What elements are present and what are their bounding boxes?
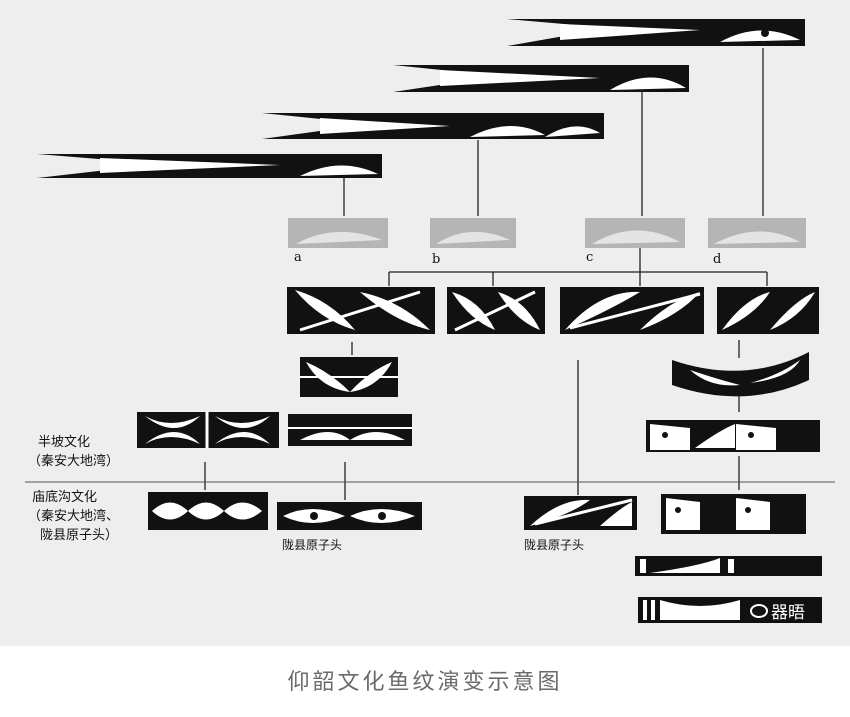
abstract-motif-2 — [638, 597, 822, 623]
longxian-label-1: 陇县原子头 — [282, 538, 343, 552]
watermark: 器晤 — [750, 598, 805, 623]
letter-c: c — [586, 250, 594, 265]
banpo-label-2: （秦安大地湾） — [28, 454, 120, 469]
miaodigou-motif-1 — [148, 492, 268, 530]
motif-1-3 — [560, 287, 704, 334]
letter-b: b — [432, 252, 441, 267]
longxian-label-2: 陇县原子头 — [524, 538, 585, 552]
motif-1-1 — [287, 287, 435, 334]
banpo-motif-1 — [137, 412, 279, 448]
fish-band-2 — [393, 65, 689, 92]
faded-motif-d — [708, 218, 806, 248]
miaodigou-motif-2 — [277, 502, 422, 530]
abstract-motif-1 — [635, 556, 822, 576]
banpo-label-1: 半坡文化 — [38, 435, 91, 450]
fish-band-4 — [37, 154, 382, 178]
figure-caption: 仰韶文化鱼纹演变示意图 — [287, 670, 563, 695]
motif-1-4 — [717, 287, 819, 334]
connector-lines — [204, 48, 768, 500]
miaodigou-label-2: （秦安大地湾、 — [28, 509, 120, 524]
chat-bubble-icon — [750, 603, 768, 618]
motif-1-2 — [447, 287, 545, 334]
diagram-panel — [0, 0, 850, 646]
faded-motif-c — [585, 218, 685, 248]
miaodigou-motif-3 — [524, 496, 637, 530]
motif-2-curved — [672, 352, 809, 397]
fish-band-3 — [262, 113, 604, 139]
letter-d: d — [713, 252, 722, 267]
motif-2-left — [300, 357, 398, 397]
eye-motif-1 — [646, 420, 820, 452]
watermark-text: 器晤 — [771, 603, 805, 623]
faded-motif-b — [430, 218, 516, 248]
letter-a: a — [294, 250, 302, 265]
banpo-motif-2 — [288, 414, 412, 446]
faded-motif-a — [288, 218, 388, 248]
eye-motif-2 — [661, 494, 806, 534]
fish-band-1 — [507, 19, 805, 46]
miaodigou-label-3: 陇县原子头） — [40, 528, 119, 543]
evolution-diagram-svg — [25, 19, 835, 623]
motif-row-1 — [287, 287, 819, 334]
miaodigou-label-1: 庙底沟文化 — [32, 490, 98, 505]
faded-motifs — [288, 218, 806, 248]
